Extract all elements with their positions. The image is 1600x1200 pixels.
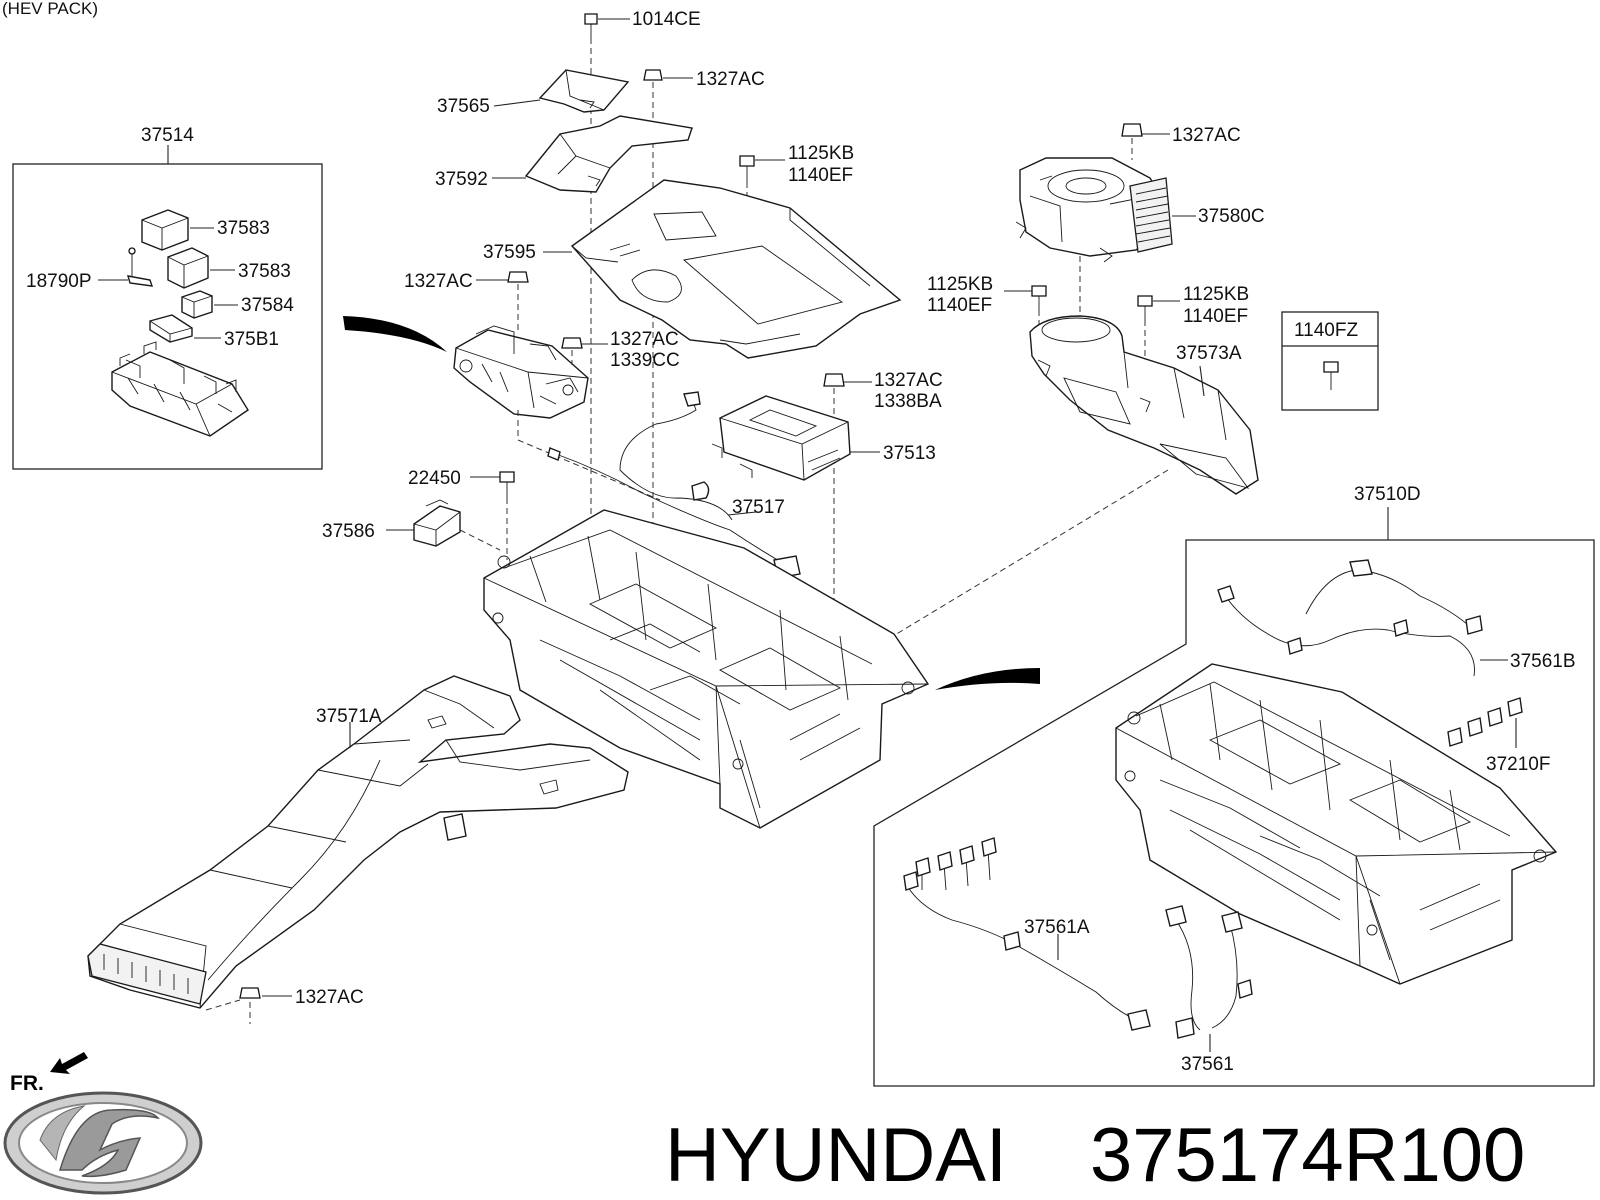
harness-37561 bbox=[1165, 905, 1253, 1039]
bolt-1125kb-upper bbox=[739, 155, 755, 182]
label-1125kb-a: 1125KB bbox=[788, 143, 854, 164]
label-1327ac-a: 1327AC bbox=[696, 69, 765, 90]
part-number: 375174R100 bbox=[1090, 1113, 1525, 1198]
callout-wedge-left bbox=[343, 316, 447, 352]
label-1327ac-c: 1327AC bbox=[404, 271, 473, 292]
callout-wedge-right bbox=[935, 668, 1040, 690]
plate-37565 bbox=[538, 69, 630, 113]
air-duct-37573a bbox=[1029, 315, 1259, 495]
label-1338ba: 1338BA bbox=[874, 391, 942, 412]
screw-1140fz bbox=[1323, 361, 1339, 390]
controller-37513 bbox=[711, 395, 851, 481]
header-title: (HEV PACK) bbox=[2, 0, 98, 18]
label-1140ef-c: 1140EF bbox=[1183, 306, 1248, 327]
nut-1327ac-left bbox=[507, 271, 529, 283]
label-18790p: 18790P bbox=[26, 271, 92, 292]
wiring-harness-37517 bbox=[547, 391, 801, 579]
label-1140ef-a: 1140EF bbox=[788, 165, 853, 186]
label-37565: 37565 bbox=[437, 96, 490, 117]
label-37583-a: 37583 bbox=[217, 218, 270, 239]
label-37571a: 37571A bbox=[316, 706, 382, 727]
nut-1327ac-1339cc bbox=[561, 337, 583, 349]
label-37580c: 37580C bbox=[1198, 206, 1265, 227]
sensor-37586 bbox=[413, 499, 461, 547]
front-direction-label: FR. bbox=[10, 1072, 44, 1095]
label-37573a: 37573A bbox=[1176, 343, 1242, 364]
battery-pack-assembly-37510d bbox=[1115, 663, 1558, 985]
label-37210f: 37210F bbox=[1486, 754, 1550, 775]
label-1014ce: 1014CE bbox=[632, 9, 701, 30]
front-arrow-icon bbox=[50, 1052, 88, 1074]
part-box-1140fz bbox=[1281, 311, 1379, 411]
bolt-1014ce bbox=[584, 13, 598, 38]
label-37586: 37586 bbox=[322, 521, 375, 542]
assembly-box-37510d bbox=[873, 539, 1595, 1087]
label-1140fz: 1140FZ bbox=[1294, 320, 1358, 341]
battery-pack-tray bbox=[483, 509, 930, 829]
label-1125kb-c: 1125KB bbox=[1183, 284, 1249, 305]
harness-37561a bbox=[903, 837, 1151, 1031]
bolt-1125kb-duct-left bbox=[1031, 285, 1047, 310]
connectors-37210f bbox=[1447, 697, 1523, 747]
label-37514: 37514 bbox=[141, 125, 194, 146]
brand-name: HYUNDAI bbox=[665, 1113, 1007, 1198]
label-1327ac-d: 1327AC bbox=[610, 329, 679, 350]
blower-fan-37580c bbox=[1015, 157, 1173, 263]
plate-37592 bbox=[524, 115, 693, 193]
label-37595: 37595 bbox=[483, 242, 536, 263]
relay-37583-top bbox=[141, 209, 189, 251]
label-37583-b: 37583 bbox=[238, 261, 291, 282]
cover-37595 bbox=[570, 179, 902, 359]
fuse-375b1 bbox=[149, 314, 193, 343]
hyundai-logo bbox=[3, 1091, 203, 1195]
air-duct-37571a bbox=[87, 675, 629, 1009]
label-1327ac-e: 1327AC bbox=[874, 370, 943, 391]
relay-37583-middle bbox=[167, 247, 209, 289]
label-37510d: 37510D bbox=[1354, 484, 1421, 505]
label-37592: 37592 bbox=[435, 169, 488, 190]
nut-1327ac-fan bbox=[1121, 123, 1143, 137]
label-37517: 37517 bbox=[732, 497, 785, 518]
label-1125kb-b: 1125KB bbox=[927, 274, 993, 295]
bolt-1125kb-duct-right bbox=[1137, 295, 1153, 320]
label-1327ac-f: 1327AC bbox=[295, 987, 364, 1008]
label-37561a: 37561A bbox=[1024, 917, 1090, 938]
label-37584: 37584 bbox=[241, 295, 294, 316]
label-375b1: 375B1 bbox=[224, 329, 279, 350]
nut-1327ac-top bbox=[643, 69, 663, 81]
label-37561b: 37561B bbox=[1510, 651, 1576, 672]
label-37513: 37513 bbox=[883, 443, 936, 464]
relay-box-body bbox=[111, 341, 249, 437]
bolt-22450 bbox=[499, 471, 515, 498]
power-relay-assembly bbox=[453, 325, 589, 419]
nut-1327ac-1338ba bbox=[823, 373, 845, 387]
harness-37561b bbox=[1217, 559, 1483, 677]
label-1140ef-b: 1140EF bbox=[927, 295, 992, 316]
label-37561: 37561 bbox=[1181, 1054, 1234, 1075]
label-1339cc: 1339CC bbox=[610, 350, 680, 371]
label-22450: 22450 bbox=[408, 468, 461, 489]
label-1327ac-b: 1327AC bbox=[1172, 125, 1241, 146]
nut-1327ac-bottom bbox=[239, 987, 261, 999]
fuse-18790p bbox=[127, 247, 154, 287]
relay-37584 bbox=[181, 290, 213, 319]
